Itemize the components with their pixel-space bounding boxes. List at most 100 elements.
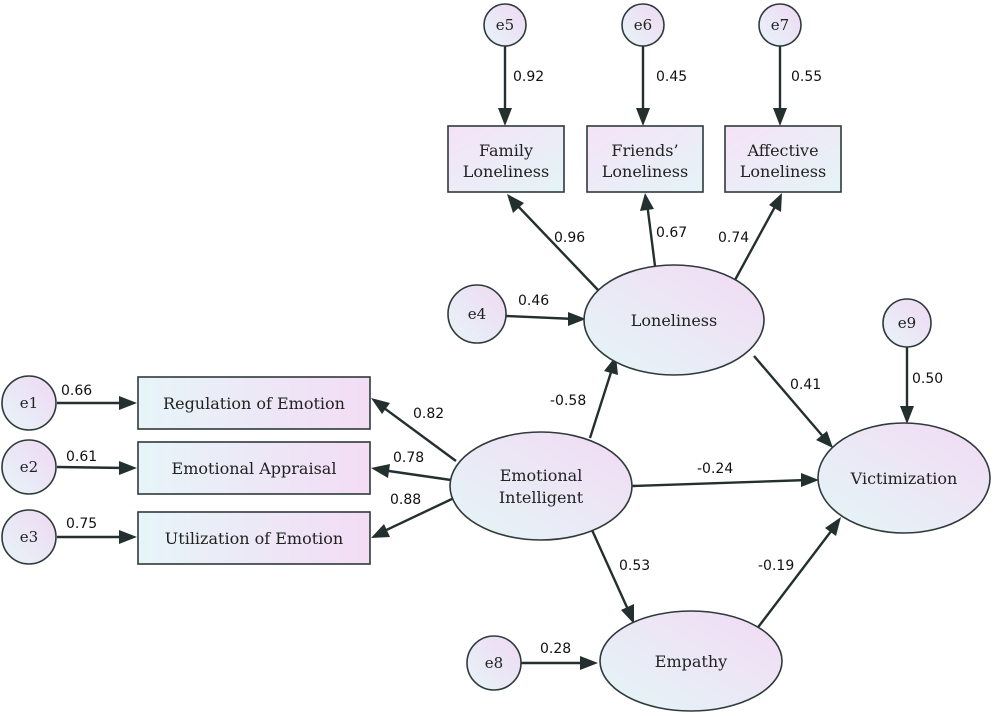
arrowhead-empathy-victimization xyxy=(825,517,841,536)
error-e1: e1 xyxy=(1,375,57,431)
arrowhead-loneliness-affective xyxy=(769,193,782,212)
coef-ei-appraisal: 0.78 xyxy=(393,450,424,466)
arrowhead-ei-empathy xyxy=(621,604,634,624)
coef-e7-affective: 0.55 xyxy=(791,69,822,85)
arrow-empathy-victimization xyxy=(755,525,836,631)
emotional-appraisal-label: Emotional Appraisal xyxy=(172,459,337,478)
arrow-ei-regulation xyxy=(379,404,457,462)
arrowhead-ei-regulation xyxy=(371,398,390,414)
arrow-ei-utilization xyxy=(379,496,455,535)
victimization-label: Victimization xyxy=(850,469,958,488)
error-e8-label: e8 xyxy=(485,654,503,672)
arrow-ei-loneliness xyxy=(588,365,615,439)
arrowhead-e7-affective xyxy=(773,108,787,126)
arrowhead-e9-victimization xyxy=(900,406,914,424)
error-e4: e4 xyxy=(447,284,507,344)
coef-loneliness-affective: 0.74 xyxy=(718,230,749,246)
coef-ei-regulation: 0.82 xyxy=(413,406,444,422)
coef-e2-appraisal: 0.61 xyxy=(66,449,97,465)
error-e9: e9 xyxy=(882,298,932,348)
coef-empathy-victimization: -0.19 xyxy=(758,558,794,574)
coef-loneliness-friends: 0.67 xyxy=(656,225,687,241)
arrowhead-e6-friends xyxy=(636,108,650,126)
error-e3-label: e3 xyxy=(20,528,38,546)
coef-e9-victimization: 0.50 xyxy=(912,371,943,387)
regulation-of-emotion-label: Regulation of Emotion xyxy=(163,394,345,413)
coef-loneliness-family: 0.96 xyxy=(554,230,585,246)
empathy-label: Empathy xyxy=(655,652,727,671)
utilization-of-emotion-label: Utilization of Emotion xyxy=(165,529,343,548)
arrowhead-ei-utilization xyxy=(371,524,390,538)
path-coefficients: 0.92 0.45 0.55 0.96 0.67 0.74 0.46 0.50 … xyxy=(61,69,943,657)
emotional-intelligent-line2: Intelligent xyxy=(499,488,584,507)
box-utilization-of-emotion: Utilization of Emotion xyxy=(137,511,371,565)
coef-loneliness-victimization: 0.41 xyxy=(790,377,821,393)
oval-emotional-intelligent: Emotional Intelligent xyxy=(449,431,633,541)
family-loneliness-line2: Loneliness xyxy=(463,162,549,181)
coef-e8-empathy: 0.28 xyxy=(540,641,571,657)
loneliness-label: Loneliness xyxy=(631,311,717,330)
error-e5-label: e5 xyxy=(496,16,514,34)
error-e5: e5 xyxy=(483,3,527,47)
arrowhead-e4-loneliness xyxy=(568,312,586,326)
arrowhead-loneliness-family xyxy=(507,194,524,213)
oval-empathy: Empathy xyxy=(599,610,783,712)
arrowhead-loneliness-victimization xyxy=(816,431,833,448)
arrow-e4-loneliness xyxy=(505,314,576,321)
affective-loneliness-line1: Affective xyxy=(746,141,818,160)
arrowhead-ei-appraisal xyxy=(371,464,390,478)
coef-e5-family: 0.92 xyxy=(513,69,544,85)
coef-e6-friends: 0.45 xyxy=(656,69,687,85)
arrowhead-e5-family xyxy=(498,108,512,126)
arrow-loneliness-family xyxy=(514,202,599,291)
coef-ei-empathy: 0.53 xyxy=(619,558,650,574)
arrowhead-e1-regulation xyxy=(119,396,137,410)
coef-e4-loneliness: 0.46 xyxy=(518,293,549,309)
coef-e3-utilization: 0.75 xyxy=(66,516,97,532)
box-regulation-of-emotion: Regulation of Emotion xyxy=(137,376,371,430)
box-affective-loneliness: Affective Loneliness xyxy=(724,125,842,193)
arrow-loneliness-friends xyxy=(645,202,657,267)
coef-ei-victimization: -0.24 xyxy=(697,461,733,477)
error-e7: e7 xyxy=(758,3,802,47)
error-terms: e5 e6 e7 e4 e9 e1 e2 e3 xyxy=(1,3,932,691)
coef-ei-loneliness: -0.58 xyxy=(550,393,586,409)
error-e2: e2 xyxy=(1,439,57,495)
friends-loneliness-line2: Loneliness xyxy=(602,162,688,181)
error-e6: e6 xyxy=(621,3,665,47)
oval-victimization: Victimization xyxy=(817,422,991,534)
latent-variables: Loneliness Victimization Emotional Intel… xyxy=(449,264,991,712)
arrow-loneliness-victimization xyxy=(753,355,827,441)
error-e3: e3 xyxy=(1,509,57,565)
oval-loneliness: Loneliness xyxy=(583,264,765,376)
box-emotional-appraisal: Emotional Appraisal xyxy=(137,441,371,495)
affective-loneliness-line2: Loneliness xyxy=(740,162,826,181)
arrowhead-ei-victimization xyxy=(801,473,819,487)
arrow-ei-appraisal xyxy=(381,468,452,482)
observed-variables: Family Loneliness Friends’ Loneliness Af… xyxy=(137,125,842,565)
coef-ei-utilization: 0.88 xyxy=(390,492,421,508)
error-e2-label: e2 xyxy=(20,458,38,476)
arrow-ei-empathy xyxy=(590,529,632,615)
error-e4-label: e4 xyxy=(468,305,486,323)
arrowhead-e3-utilization xyxy=(119,530,137,544)
coef-e1-regulation: 0.66 xyxy=(61,383,92,399)
arrowhead-e8-empathy xyxy=(580,656,598,670)
arrow-ei-victimization xyxy=(631,478,809,488)
arrow-e2-appraisal xyxy=(56,465,127,470)
arrow-loneliness-affective xyxy=(733,202,779,281)
family-loneliness-line1: Family xyxy=(479,141,533,160)
path-arrows xyxy=(56,46,914,670)
arrowhead-loneliness-friends xyxy=(640,193,654,211)
friends-loneliness-line1: Friends’ xyxy=(611,141,678,160)
error-e9-label: e9 xyxy=(898,314,916,332)
box-family-loneliness: Family Loneliness xyxy=(447,125,565,193)
arrowhead-e2-appraisal xyxy=(119,461,137,475)
error-e8: e8 xyxy=(466,635,522,691)
error-e1-label: e1 xyxy=(20,394,38,412)
emotional-intelligent-line1: Emotional xyxy=(500,466,583,485)
box-friends-loneliness: Friends’ Loneliness xyxy=(586,125,704,193)
error-e7-label: e7 xyxy=(771,16,789,34)
